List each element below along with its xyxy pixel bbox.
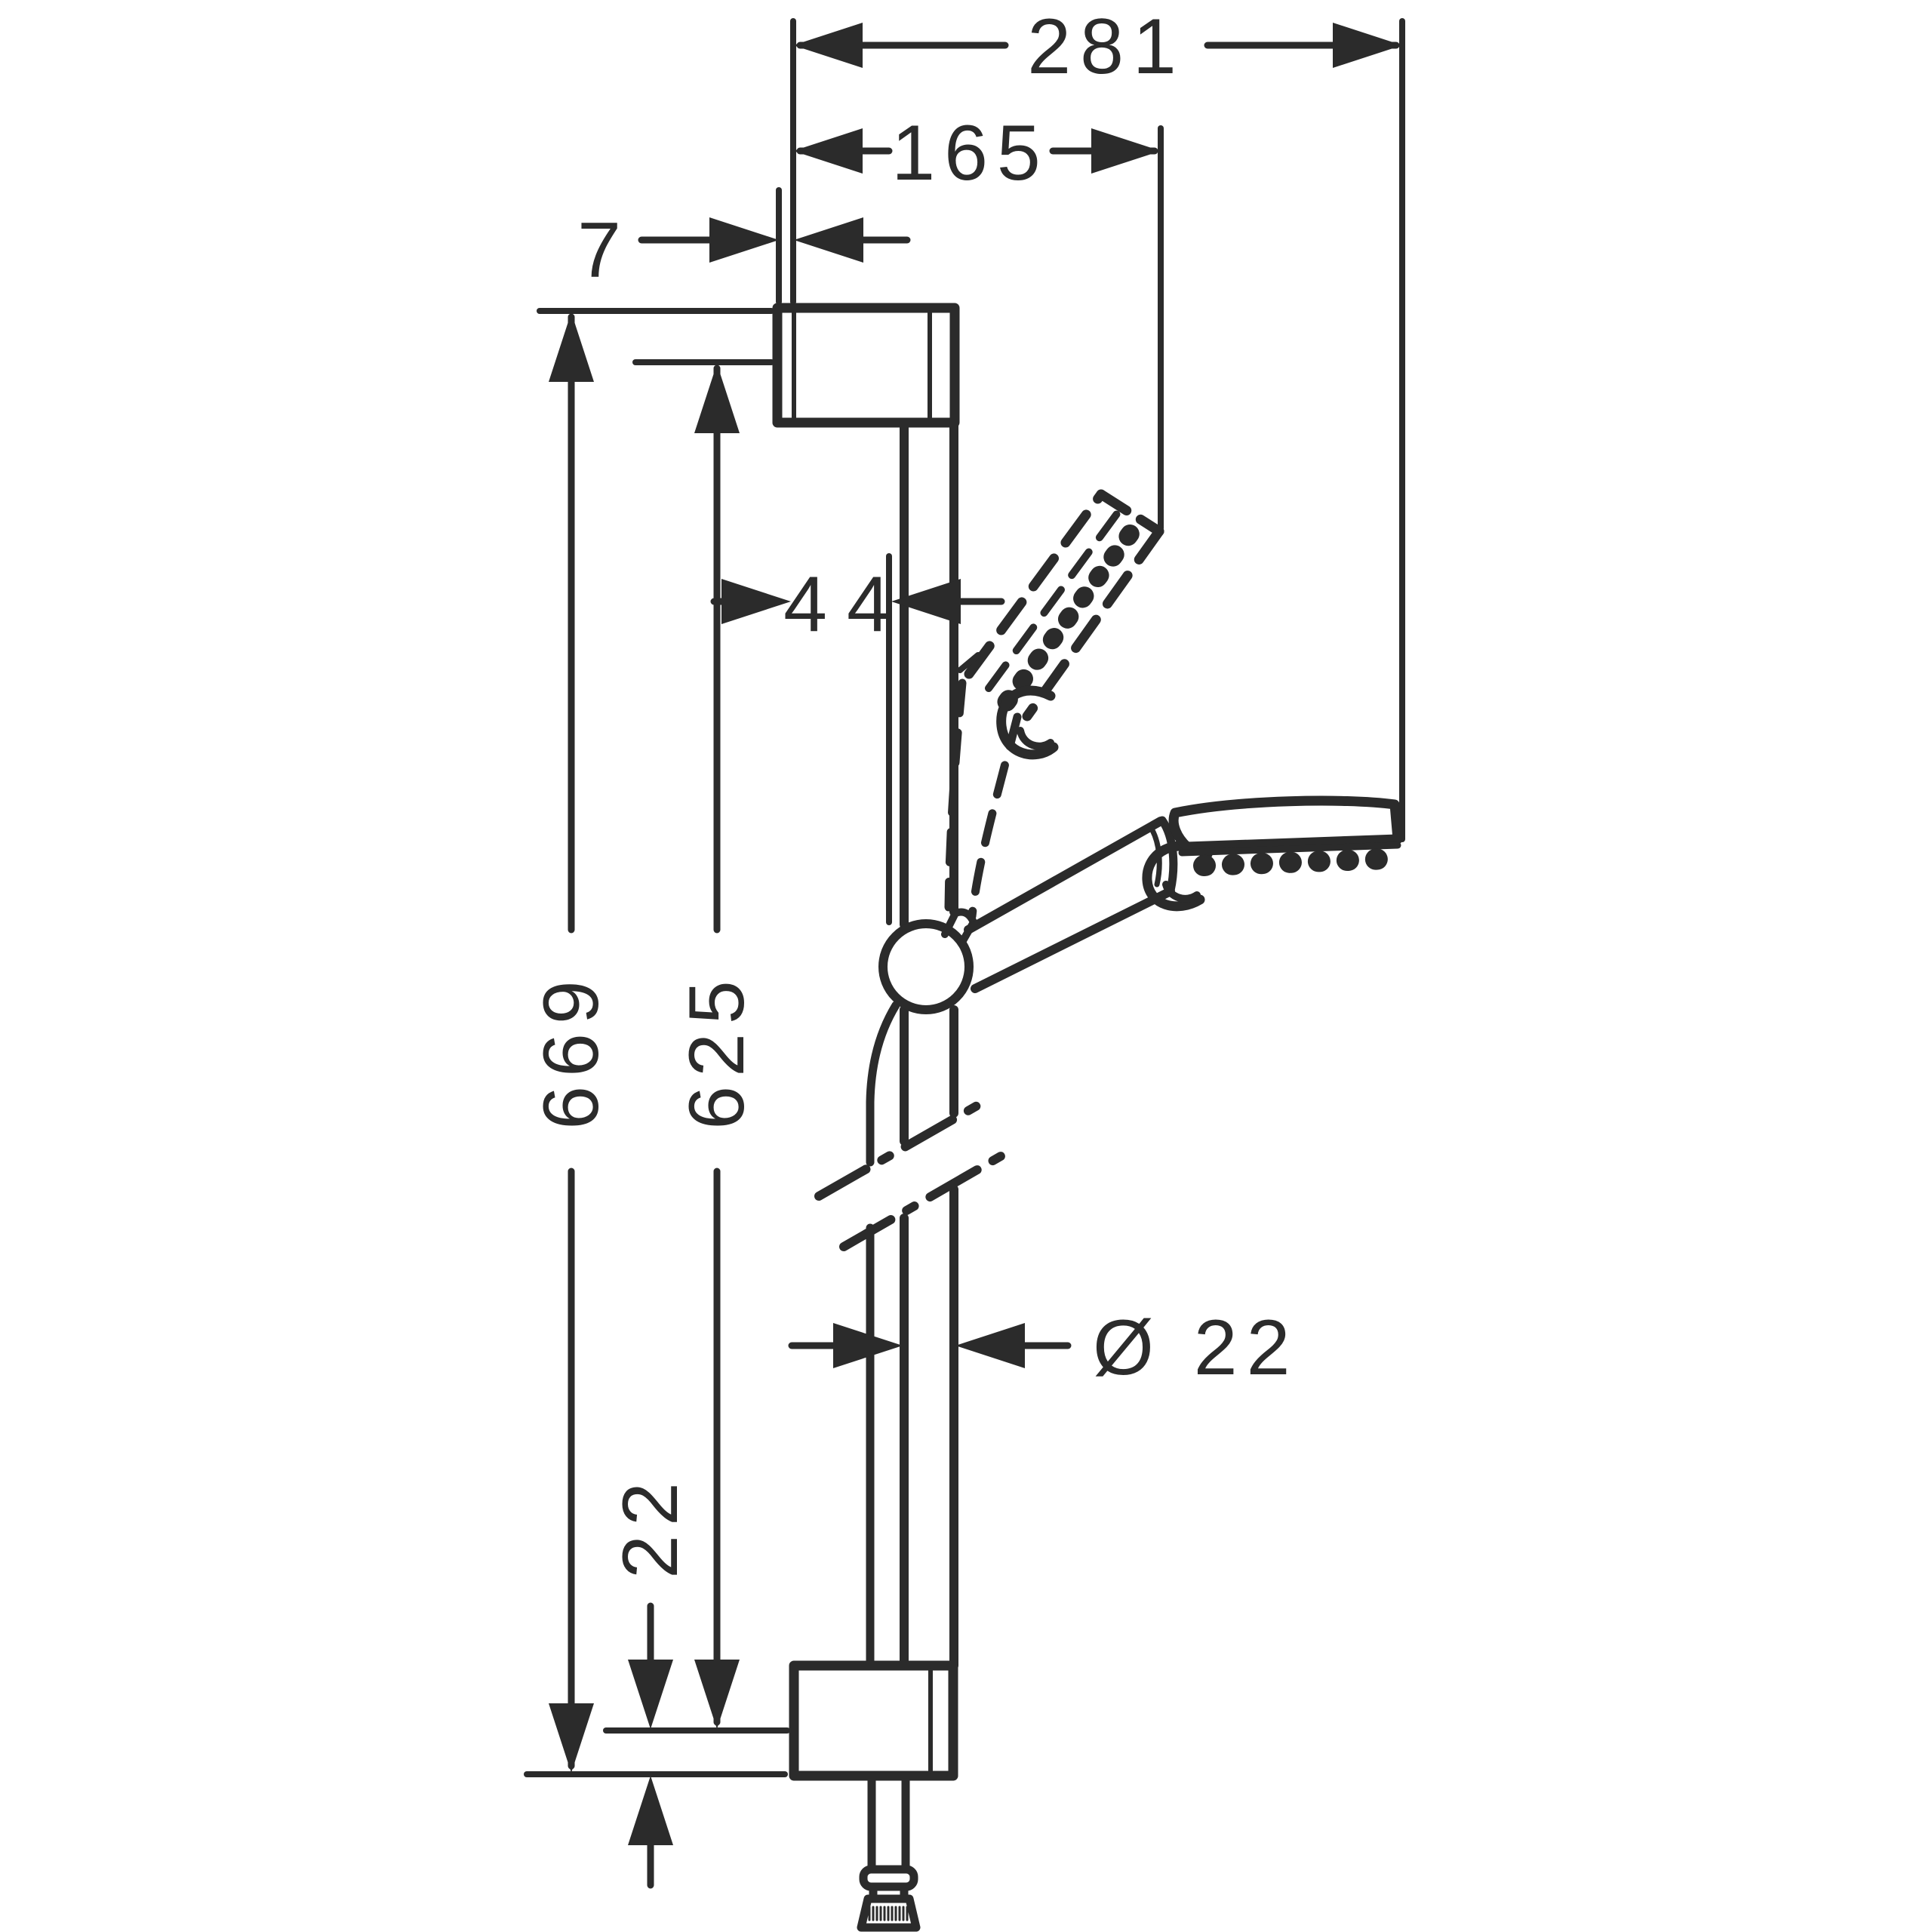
dimension-7	[638, 217, 911, 263]
dimension-281	[793, 23, 1402, 68]
label-7: 7	[577, 207, 630, 294]
rail-break-symbol	[814, 1099, 1011, 1251]
dimension-diameter-22	[788, 1323, 1072, 1368]
label-44: 44	[783, 561, 910, 648]
handle-lower-edge	[971, 887, 1175, 993]
hose-connector	[857, 1865, 921, 1932]
handshower-in-use	[964, 795, 1403, 993]
knurl-hatching	[868, 1906, 909, 1921]
top-wall-bracket	[772, 303, 960, 428]
dimension-22-bottom	[628, 1602, 673, 1889]
label-625: 625	[673, 971, 761, 1130]
folded-handshower-dashed	[944, 489, 1164, 921]
wall-bar-rail	[900, 418, 958, 1670]
shower-head-body	[1168, 795, 1403, 852]
bottom-wall-bracket	[789, 1660, 958, 1781]
label-22-bottom: 22	[607, 1473, 694, 1579]
label-diameter-22: Ø 22	[1093, 1304, 1299, 1392]
dimension-669	[549, 312, 594, 1773]
spray-face-edge	[1178, 841, 1401, 857]
handshower-holder-knob	[878, 908, 977, 1014]
label-165: 165	[891, 109, 1050, 197]
dimension-165	[793, 128, 1161, 174]
spray-nozzles	[1193, 848, 1399, 876]
handle-upper-edge	[964, 817, 1165, 934]
dimension-625	[694, 364, 740, 1729]
label-669: 669	[528, 971, 615, 1130]
extension-lines	[524, 18, 1405, 1777]
label-281: 281	[1027, 3, 1186, 91]
